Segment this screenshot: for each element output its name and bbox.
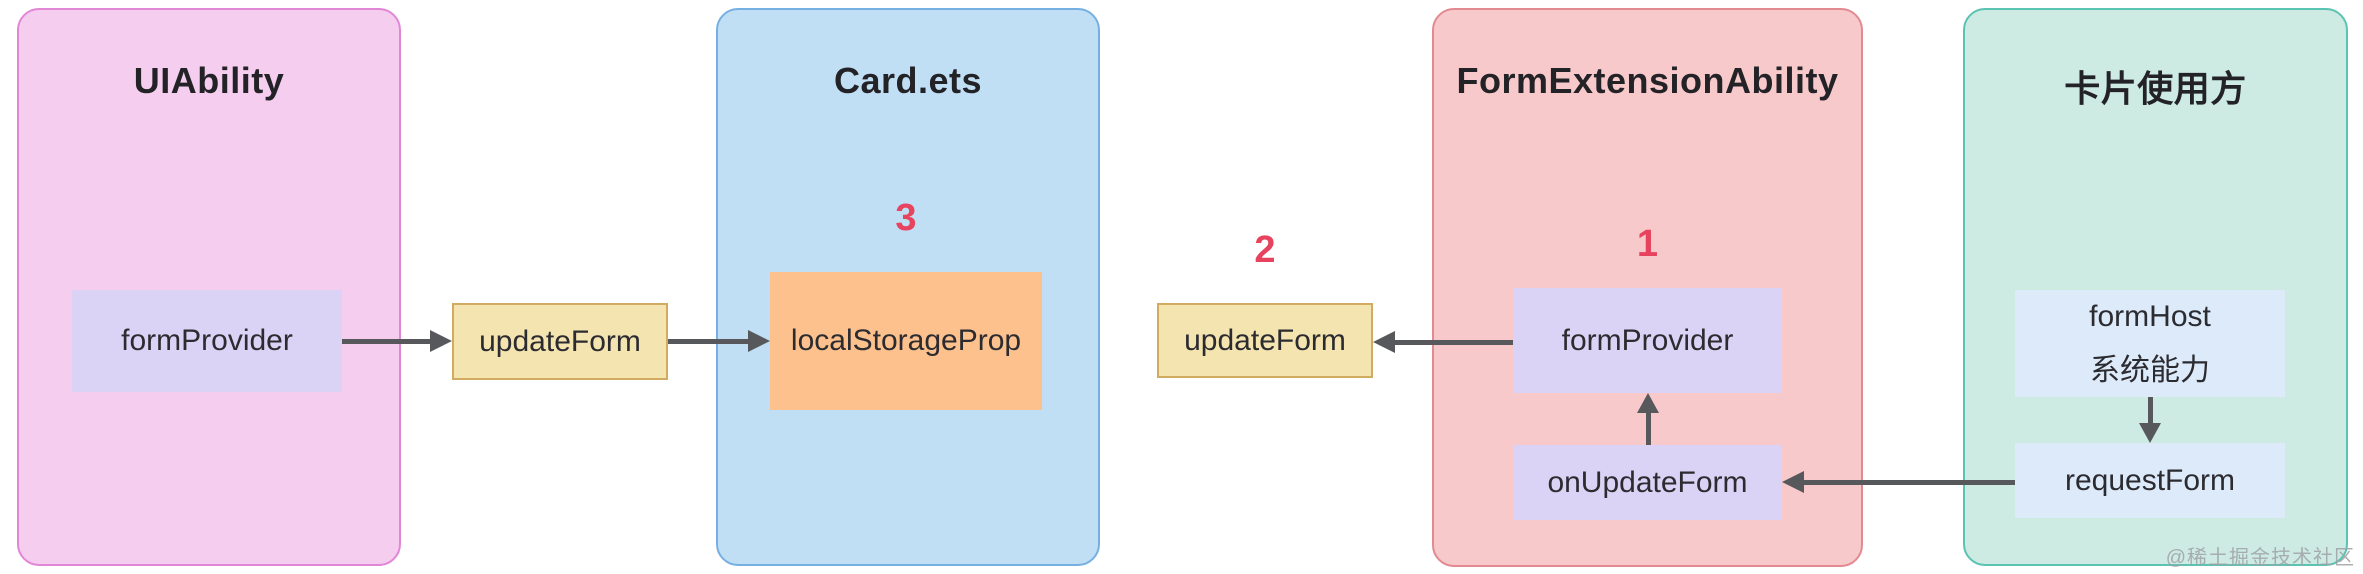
panel-title-uiability: UIAbility bbox=[133, 60, 285, 101]
panel-title-form-extension-ability: FormExtensionAbility bbox=[1456, 60, 1839, 101]
arrow-shaft bbox=[1395, 339, 1513, 345]
node-update-form-right: updateForm bbox=[1157, 303, 1373, 378]
arrowhead-up-icon bbox=[1637, 393, 1659, 413]
node-form-host-line2: 系统能力 bbox=[2090, 353, 2210, 387]
panel-uiability: UIAbility bbox=[17, 8, 401, 566]
step-number-3: 3 bbox=[895, 197, 917, 239]
node-form-provider-uiability: formProvider bbox=[72, 290, 342, 392]
arrow-formhost-to-requestform-icon bbox=[2139, 397, 2161, 443]
arrow-shaft bbox=[342, 338, 430, 344]
arrowhead-left-icon bbox=[1782, 471, 1804, 493]
node-form-host: formHost 系统能力 bbox=[2015, 290, 2285, 397]
watermark: @稀土掘金技术社区 bbox=[2165, 547, 2355, 569]
panel-title-card-ets: Card.ets bbox=[833, 60, 983, 101]
arrow-requestform-to-onupdateform-icon bbox=[1782, 471, 2015, 493]
arrowhead-down-icon bbox=[2139, 423, 2161, 443]
node-local-storage-prop: localStorageProp bbox=[770, 272, 1042, 410]
node-form-host-line1: formHost bbox=[2089, 300, 2211, 334]
arrowhead-right-icon bbox=[748, 330, 770, 352]
arrow-shaft bbox=[2147, 397, 2153, 423]
arrow-onupdateform-to-formprovider-icon bbox=[1637, 393, 1659, 445]
arrow-shaft bbox=[1804, 479, 2015, 485]
arrow-shaft bbox=[668, 338, 748, 344]
arrowhead-left-icon bbox=[1373, 331, 1395, 353]
panel-title-card-consumer: 卡片使用方 bbox=[2064, 68, 2247, 109]
node-update-form-left: updateForm bbox=[452, 303, 668, 380]
step-number-1: 1 bbox=[1636, 223, 1659, 265]
step-number-2: 2 bbox=[1254, 229, 1276, 271]
node-request-form: requestForm bbox=[2015, 443, 2285, 518]
node-form-provider-extension: formProvider bbox=[1513, 288, 1782, 393]
arrow-updateform-to-localstorageprop-icon bbox=[668, 330, 770, 352]
arrow-shaft bbox=[1645, 413, 1651, 445]
arrowhead-right-icon bbox=[430, 330, 452, 352]
node-on-update-form: onUpdateForm bbox=[1513, 445, 1782, 520]
arrow-formprovider-to-updateform-icon bbox=[342, 330, 452, 352]
arrow-formprovider-to-updateform-right-icon bbox=[1373, 331, 1513, 353]
